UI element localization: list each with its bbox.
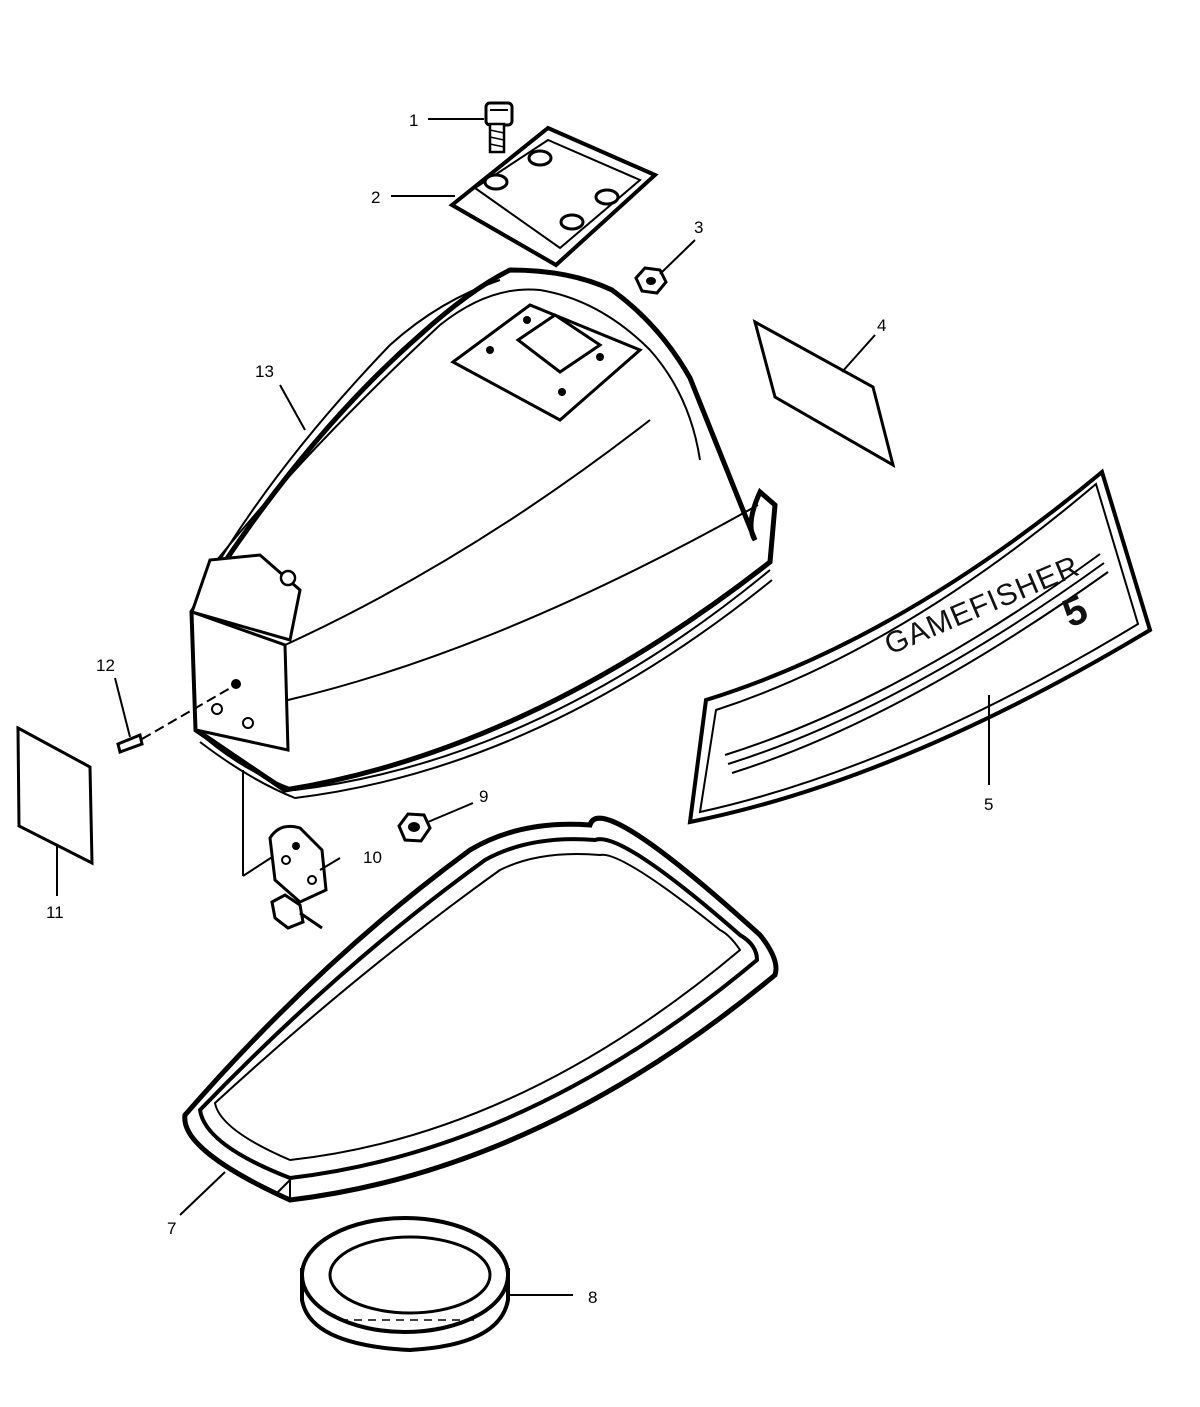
part-seal [182,815,779,1203]
part-cowl [189,267,778,800]
callout-7: 7 [167,1219,176,1238]
callout-1: 1 [409,111,418,130]
part-bracket [242,770,328,930]
callout-12: 12 [96,656,115,675]
callout-8: 8 [588,1288,597,1307]
part-ring [300,1216,510,1353]
callout-labels: 1 2 3 4 5 7 8 9 10 11 12 13 [46,111,993,1307]
part-screw [484,101,514,154]
callout-4: 4 [877,316,886,335]
callout-2: 2 [371,188,380,207]
part-plate [448,125,659,268]
leader-lines [56,118,990,1296]
part-nut-3 [634,266,668,295]
callout-13: 13 [255,362,274,381]
part-decal-square [16,725,94,866]
part-pin [116,686,233,754]
callout-11: 11 [46,903,64,922]
callout-5: 5 [984,795,993,814]
callout-10: 10 [363,848,382,867]
part-nut-9 [397,812,432,843]
part-decal-small [752,318,896,469]
callout-3: 3 [694,218,703,237]
callout-9: 9 [479,787,488,806]
